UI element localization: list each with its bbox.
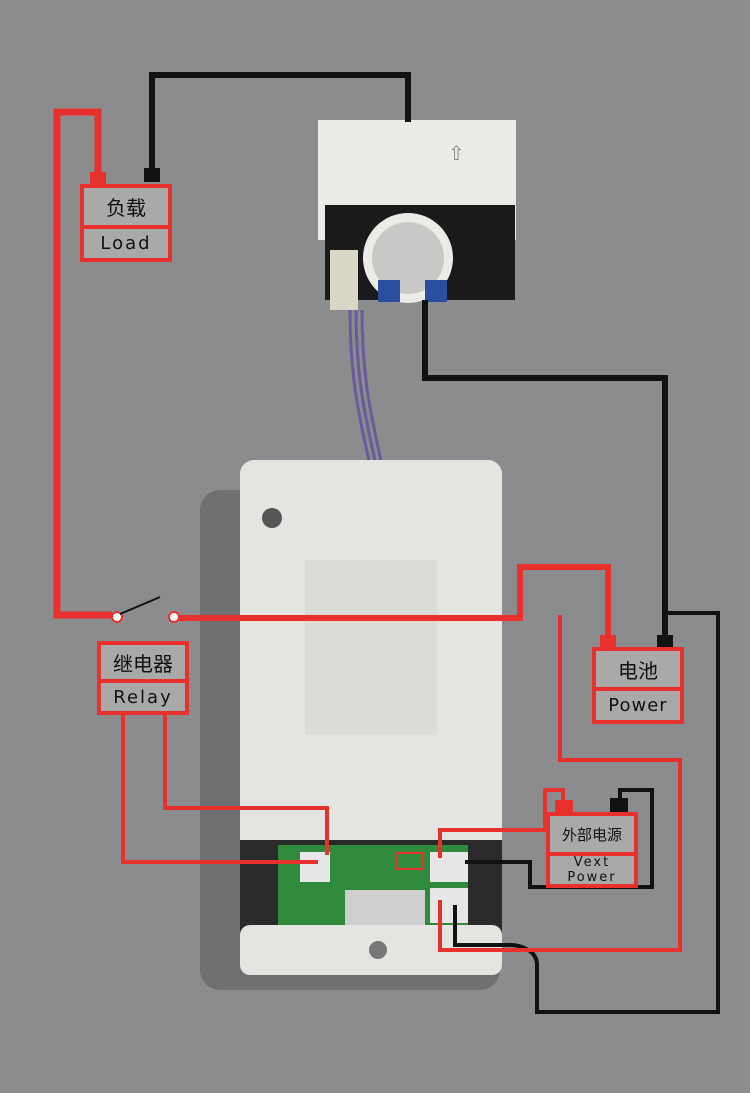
positive-wires	[53, 108, 682, 952]
vext-positive-terminal	[555, 800, 573, 812]
load-label-cn: 负载	[106, 196, 146, 220]
device-enclosure	[240, 460, 502, 975]
load-negative-terminal	[144, 168, 160, 182]
jumper-highlight	[396, 852, 424, 870]
vext-label-en-line1: Vext	[573, 855, 611, 870]
load-label: 负载 Load	[80, 184, 172, 262]
svg-text:⇧: ⇧	[448, 141, 465, 165]
battery-negative-terminal	[657, 635, 673, 649]
battery-label: 电池 Power	[592, 647, 684, 724]
negative-wires	[149, 72, 720, 1014]
current-sensor: ⇧	[318, 120, 516, 310]
load-positive-terminal	[90, 172, 106, 184]
vext-label: 外部电源 Vext Power	[546, 812, 638, 888]
vext-label-en-line2: Power	[567, 870, 617, 885]
battery-label-cn: 电池	[618, 658, 658, 683]
vext-negative-terminal	[610, 798, 628, 812]
relay-label-en: Relay	[101, 679, 185, 711]
load-label-en: Load	[84, 225, 168, 258]
sensor-cable	[348, 309, 384, 466]
battery-positive-terminal	[600, 635, 616, 649]
relay-label: 继电器 Relay	[97, 641, 189, 715]
vext-label-en: Vext Power	[550, 852, 634, 885]
battery-label-en: Power	[596, 687, 680, 720]
vext-label-cn: 外部电源	[561, 825, 622, 844]
relay-label-cn: 继电器	[113, 651, 173, 676]
relay-switch-symbol	[111, 596, 180, 623]
